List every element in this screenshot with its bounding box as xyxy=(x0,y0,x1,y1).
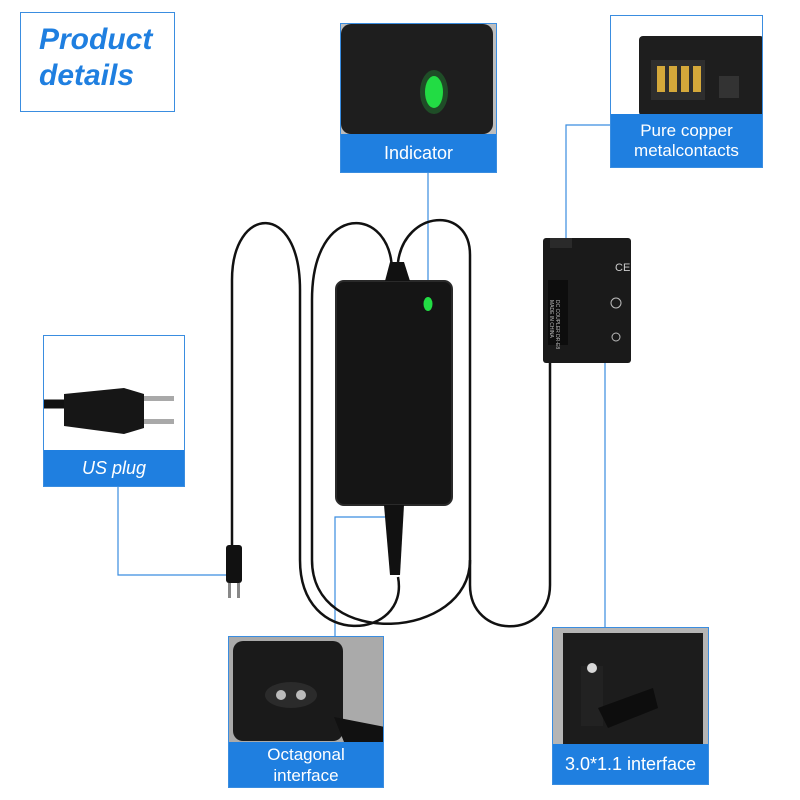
coupler-cable xyxy=(468,360,552,628)
octagonal-interface-closeup-image xyxy=(229,637,383,742)
octagonal-interface-label: Octagonal interface xyxy=(229,742,383,787)
copper-contacts-callout: Pure copper metalcontacts xyxy=(610,15,763,168)
copper-contacts-closeup-image xyxy=(639,36,762,116)
cables xyxy=(230,218,552,628)
ac-input-cable xyxy=(230,221,401,628)
us-plug-label: US plug xyxy=(44,450,184,486)
octagonal-interface-label-line1: Octagonal xyxy=(267,744,345,764)
dc-interface-label: 3.0*1.1 interface xyxy=(553,744,708,784)
indicator-label: Indicator xyxy=(341,134,496,172)
recycle-icon xyxy=(610,297,622,309)
copper-contacts-label-line1: Pure copper xyxy=(640,120,733,140)
page-title-line1: Product xyxy=(39,23,153,56)
us-plug-closeup-image xyxy=(44,388,174,434)
page-title-line2: details xyxy=(39,59,135,92)
octagonal-interface-label-line2: interface xyxy=(273,765,339,785)
octagonal-interface-callout: Octagonal interface xyxy=(228,636,384,788)
certification-icon xyxy=(611,332,621,342)
dc-coupler: CE xyxy=(543,238,631,363)
title-box: Product details xyxy=(20,12,175,112)
copper-connector-line xyxy=(565,124,611,244)
indicator-callout: Indicator xyxy=(340,23,497,173)
ce-mark: CE xyxy=(615,262,630,274)
copper-contacts-label: Pure copper metalcontacts xyxy=(611,114,762,167)
us-plug-small xyxy=(226,545,242,598)
octagonal-connector-line xyxy=(334,516,385,637)
coupler-origin-text: MADE IN CHINA xyxy=(548,300,554,338)
us-plug-connector-line xyxy=(117,485,226,576)
dc-interface-closeup-image xyxy=(553,628,708,748)
indicator-closeup-image xyxy=(341,24,496,136)
indicator-led-closeup xyxy=(425,76,443,108)
led-indicator xyxy=(423,297,433,311)
coupler-model-text: DC COUPLER DR-E8 xyxy=(554,300,560,350)
copper-contacts-label-line2: metalcontacts xyxy=(634,140,739,160)
power-adapter xyxy=(335,262,453,575)
dc-interface-callout: 3.0*1.1 interface xyxy=(552,627,709,785)
us-plug-callout: US plug xyxy=(43,335,185,487)
adapter-cable-strain-relief-top xyxy=(385,262,410,281)
adapter-cable-strain-relief-bottom xyxy=(384,505,404,575)
